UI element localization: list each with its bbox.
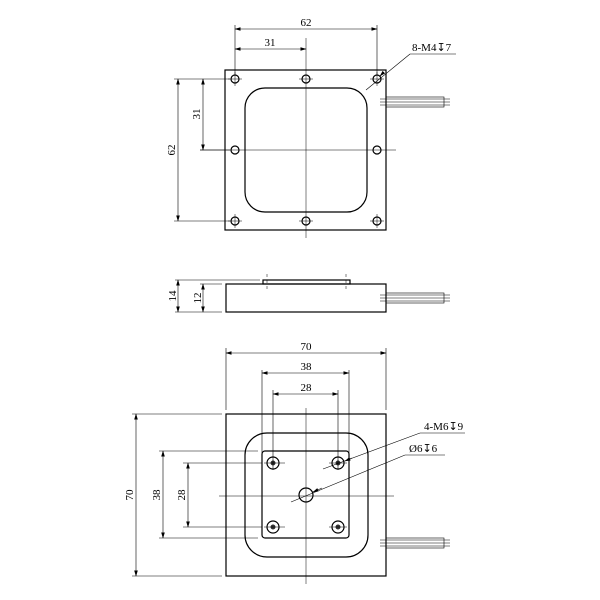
dim-top-width-62: 62 (301, 17, 312, 29)
side-cable (380, 292, 450, 304)
dim-bottom-width-70: 70 (301, 341, 313, 353)
side-body (225, 283, 387, 313)
side-boss (262, 279, 351, 285)
dim-bottom-height-70: 70 (124, 489, 136, 501)
callout-4-m6: 4-M6↧9 (424, 421, 464, 433)
dim-top-height-62: 62 (166, 145, 178, 156)
top-view: 62 31 62 31 8-M4↧7 (166, 17, 456, 238)
callout-phi6: Ø6↧6 (409, 443, 438, 455)
dim-side-height-14: 14 (167, 290, 179, 302)
dim-bottom-38-x: 38 (301, 361, 313, 373)
bottom-view: 70 38 28 70 38 28 4-M6↧9 Ø6↧6 (124, 341, 465, 584)
bottom-cable (380, 537, 450, 549)
dim-top-half-height-31: 31 (191, 109, 203, 120)
dim-top-half-width-31: 31 (265, 37, 276, 49)
dim-side-height-12: 12 (192, 293, 204, 304)
dim-bottom-28-y: 28 (176, 489, 188, 501)
side-view: 14 12 (167, 274, 450, 313)
dim-bottom-28-x: 28 (301, 382, 313, 394)
top-cable (380, 96, 450, 108)
bottom-recess-outline (244, 432, 369, 558)
callout-8-m4: 8-M4↧7 (412, 42, 452, 54)
bottom-threaded-holes (264, 456, 347, 534)
bottom-center-hole (298, 487, 314, 503)
bottom-mount-face (261, 450, 350, 539)
dim-bottom-38-y: 38 (151, 489, 163, 501)
